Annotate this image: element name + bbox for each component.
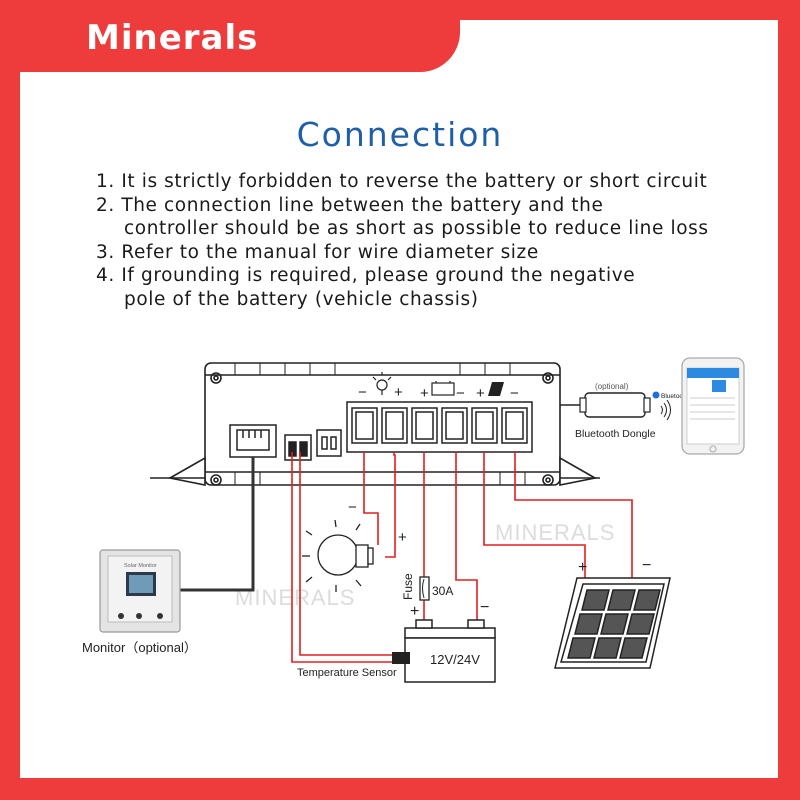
battery-minus: − bbox=[456, 385, 465, 402]
bulb-minus: − bbox=[348, 499, 357, 516]
bulb-plus: + bbox=[398, 529, 407, 546]
panel-terminal-plus: + bbox=[578, 559, 587, 576]
watermark-left: MINERALS bbox=[235, 585, 355, 610]
monitor-screen-title: Solar Monitor bbox=[124, 563, 157, 569]
panel-plus: + bbox=[476, 385, 485, 402]
monitor-label: Monitor（optional） bbox=[82, 640, 197, 655]
bluetooth-dongle: (optional) Bluetooth Dongle Bluetooth bbox=[575, 382, 689, 440]
rule-4: 4. If grounding is required, please grou… bbox=[96, 265, 636, 286]
connection-rules: 1. It is strictly forbidden to reverse t… bbox=[96, 170, 709, 311]
fuse-label: Fuse bbox=[401, 573, 415, 600]
page-title: Connection bbox=[296, 115, 504, 154]
fuse: Fuse 30A bbox=[401, 573, 453, 601]
bluetooth-dongle-label: Bluetooth Dongle bbox=[575, 428, 656, 440]
battery: 12V/24V + − bbox=[404, 599, 496, 683]
rule-1: 1. It is strictly forbidden to reverse t… bbox=[96, 171, 708, 192]
smartphone bbox=[681, 357, 745, 455]
watermark-right: MINERALS bbox=[495, 520, 615, 545]
rule-2-continued: controller should be as short as possibl… bbox=[124, 218, 709, 239]
rule-2: 2. The connection line between the batte… bbox=[96, 194, 604, 216]
temperature-sensor-port bbox=[284, 429, 342, 461]
battery-icon bbox=[431, 381, 455, 396]
temperature-sensor-label: Temperature Sensor bbox=[297, 667, 397, 679]
bluetooth-brand: Bluetooth bbox=[661, 393, 689, 400]
solar-panel: + − bbox=[554, 557, 671, 669]
battery-voltage: 12V/24V bbox=[430, 652, 480, 667]
load-minus: − bbox=[358, 384, 367, 401]
solar-panel-icon bbox=[488, 382, 504, 396]
panel-minus: − bbox=[510, 385, 519, 402]
remote-monitor: Solar Monitor bbox=[99, 549, 181, 633]
fuse-rating: 30A bbox=[432, 584, 453, 598]
terminal-block bbox=[346, 401, 533, 453]
panel-terminal-minus: − bbox=[642, 557, 651, 574]
battery-terminal-plus: + bbox=[410, 603, 419, 620]
load-plus: + bbox=[394, 384, 403, 401]
temperature-sensor: Temperature Sensor bbox=[297, 652, 410, 679]
rj45-port bbox=[229, 424, 277, 458]
brand-logo: Minerals bbox=[86, 18, 259, 58]
light-bulb-icon: − + bbox=[302, 499, 407, 592]
rule-3: 3. Refer to the manual for wire diameter… bbox=[96, 241, 539, 263]
wires bbox=[180, 404, 633, 663]
bluetooth-optional-tag: (optional) bbox=[595, 382, 629, 391]
battery-terminal-minus: − bbox=[480, 599, 489, 616]
brand-tab: Minerals bbox=[0, 0, 460, 72]
rule-4-continued: pole of the battery (vehicle chassis) bbox=[124, 288, 479, 310]
battery-plus: + bbox=[420, 385, 429, 402]
load-icon bbox=[372, 372, 392, 395]
